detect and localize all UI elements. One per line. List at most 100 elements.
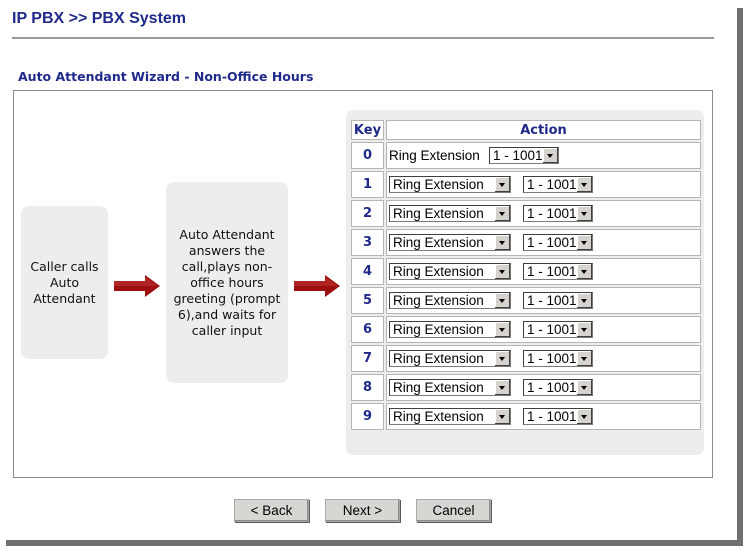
chevron-down-icon[interactable] <box>494 409 510 424</box>
action-cell: Ring Extension 1 - 1001 <box>386 345 701 372</box>
chevron-down-icon[interactable] <box>494 322 510 337</box>
extension-select-value: 1 - 1001 <box>527 206 577 221</box>
key-cell: 5 <box>351 287 384 314</box>
extension-select-value: 1 - 1001 <box>527 322 577 337</box>
table-row: 9 Ring Extension 1 - 1001 <box>351 403 701 430</box>
extension-select[interactable]: 1 - 1001 <box>523 379 593 396</box>
action-select-value: Ring Extension <box>393 409 484 424</box>
extension-select[interactable]: 1 - 1001 <box>523 408 593 425</box>
chevron-down-icon[interactable] <box>494 380 510 395</box>
cancel-button[interactable]: Cancel <box>416 499 491 522</box>
chevron-down-icon[interactable] <box>576 351 592 366</box>
action-cell: Ring Extension 1 - 1001 <box>386 316 701 343</box>
extension-select-value: 1 - 1001 <box>527 264 577 279</box>
page-title: IP PBX >> PBX System <box>12 10 187 27</box>
chevron-down-icon[interactable] <box>576 264 592 279</box>
table-row: 2 Ring Extension 1 - 1001 <box>351 200 701 227</box>
extension-select-value: 1 - 1001 <box>527 409 577 424</box>
chevron-down-icon[interactable] <box>576 409 592 424</box>
chevron-down-icon[interactable] <box>542 148 558 163</box>
action-select-value: Ring Extension <box>393 293 484 308</box>
table-row: 0 Ring Extension 1 - 1001 <box>351 142 701 169</box>
chevron-down-icon[interactable] <box>494 351 510 366</box>
key-cell: 4 <box>351 258 384 285</box>
action-select-value: Ring Extension <box>393 235 484 250</box>
action-cell: Ring Extension 1 - 1001 <box>386 258 701 285</box>
extension-select-value: 1 - 1001 <box>493 148 543 163</box>
action-select[interactable]: Ring Extension <box>389 292 511 309</box>
title-divider <box>12 37 714 39</box>
action-select-value: Ring Extension <box>393 351 484 366</box>
extension-select-value: 1 - 1001 <box>527 235 577 250</box>
action-cell: Ring Extension 1 - 1001 <box>386 287 701 314</box>
chevron-down-icon[interactable] <box>576 322 592 337</box>
extension-select-value: 1 - 1001 <box>527 351 577 366</box>
flow-caller-text: Caller calls Auto Attendant <box>30 258 99 306</box>
key-cell: 0 <box>351 142 384 169</box>
chevron-down-icon[interactable] <box>494 206 510 221</box>
action-cell: Ring Extension 1 - 1001 <box>386 403 701 430</box>
action-cell: Ring Extension 1 - 1001 <box>386 374 701 401</box>
action-cell: Ring Extension 1 - 1001 <box>386 142 701 169</box>
key-column-header: Key <box>351 120 384 140</box>
chevron-down-icon[interactable] <box>576 235 592 250</box>
extension-select-value: 1 - 1001 <box>527 177 577 192</box>
extension-select[interactable]: 1 - 1001 <box>523 205 593 222</box>
table-row: 7 Ring Extension 1 - 1001 <box>351 345 701 372</box>
chevron-down-icon[interactable] <box>494 293 510 308</box>
action-cell: Ring Extension 1 - 1001 <box>386 229 701 256</box>
table-row: 3 Ring Extension 1 - 1001 <box>351 229 701 256</box>
table-row: 5 Ring Extension 1 - 1001 <box>351 287 701 314</box>
action-cell: Ring Extension 1 - 1001 <box>386 200 701 227</box>
action-select[interactable]: Ring Extension <box>389 379 511 396</box>
key-cell: 1 <box>351 171 384 198</box>
action-select-value: Ring Extension <box>393 206 484 221</box>
action-select[interactable]: Ring Extension <box>389 321 511 338</box>
key-cell: 2 <box>351 200 384 227</box>
extension-select[interactable]: 1 - 1001 <box>523 292 593 309</box>
extension-select[interactable]: 1 - 1001 <box>489 147 559 164</box>
action-label: Ring Extension <box>389 148 480 163</box>
flow-box-caller: Caller calls Auto Attendant <box>21 206 108 359</box>
action-select-value: Ring Extension <box>393 380 484 395</box>
action-select[interactable]: Ring Extension <box>389 205 511 222</box>
chevron-down-icon[interactable] <box>576 177 592 192</box>
action-select[interactable]: Ring Extension <box>389 350 511 367</box>
key-cell: 6 <box>351 316 384 343</box>
extension-select[interactable]: 1 - 1001 <box>523 176 593 193</box>
extension-select[interactable]: 1 - 1001 <box>523 321 593 338</box>
action-select[interactable]: Ring Extension <box>389 263 511 280</box>
chevron-down-icon[interactable] <box>494 235 510 250</box>
key-cell: 9 <box>351 403 384 430</box>
action-select-value: Ring Extension <box>393 264 484 279</box>
chevron-down-icon[interactable] <box>576 206 592 221</box>
action-select-value: Ring Extension <box>393 177 484 192</box>
key-cell: 7 <box>351 345 384 372</box>
extension-select[interactable]: 1 - 1001 <box>523 234 593 251</box>
table-row: 4 Ring Extension 1 - 1001 <box>351 258 701 285</box>
table-row: 8 Ring Extension 1 - 1001 <box>351 374 701 401</box>
extension-select[interactable]: 1 - 1001 <box>523 350 593 367</box>
chevron-down-icon[interactable] <box>576 380 592 395</box>
action-select[interactable]: Ring Extension <box>389 408 511 425</box>
table-header-row: Key Action <box>351 120 701 140</box>
chevron-down-icon[interactable] <box>576 293 592 308</box>
action-select-value: Ring Extension <box>393 322 484 337</box>
table-row: 6 Ring Extension 1 - 1001 <box>351 316 701 343</box>
table-row: 1 Ring Extension 1 - 1001 <box>351 171 701 198</box>
action-column-header: Action <box>386 120 701 140</box>
window-shadow <box>6 540 743 546</box>
right-arrow-icon <box>114 275 160 297</box>
extension-select-value: 1 - 1001 <box>527 293 577 308</box>
chevron-down-icon[interactable] <box>494 264 510 279</box>
flow-attendant-text: Auto Attendant answers the call,plays no… <box>173 226 281 338</box>
key-cell: 3 <box>351 229 384 256</box>
back-button[interactable]: < Back <box>234 499 309 522</box>
next-button[interactable]: Next > <box>325 499 400 522</box>
action-select[interactable]: Ring Extension <box>389 176 511 193</box>
key-cell: 8 <box>351 374 384 401</box>
chevron-down-icon[interactable] <box>494 177 510 192</box>
action-select[interactable]: Ring Extension <box>389 234 511 251</box>
extension-select[interactable]: 1 - 1001 <box>523 263 593 280</box>
